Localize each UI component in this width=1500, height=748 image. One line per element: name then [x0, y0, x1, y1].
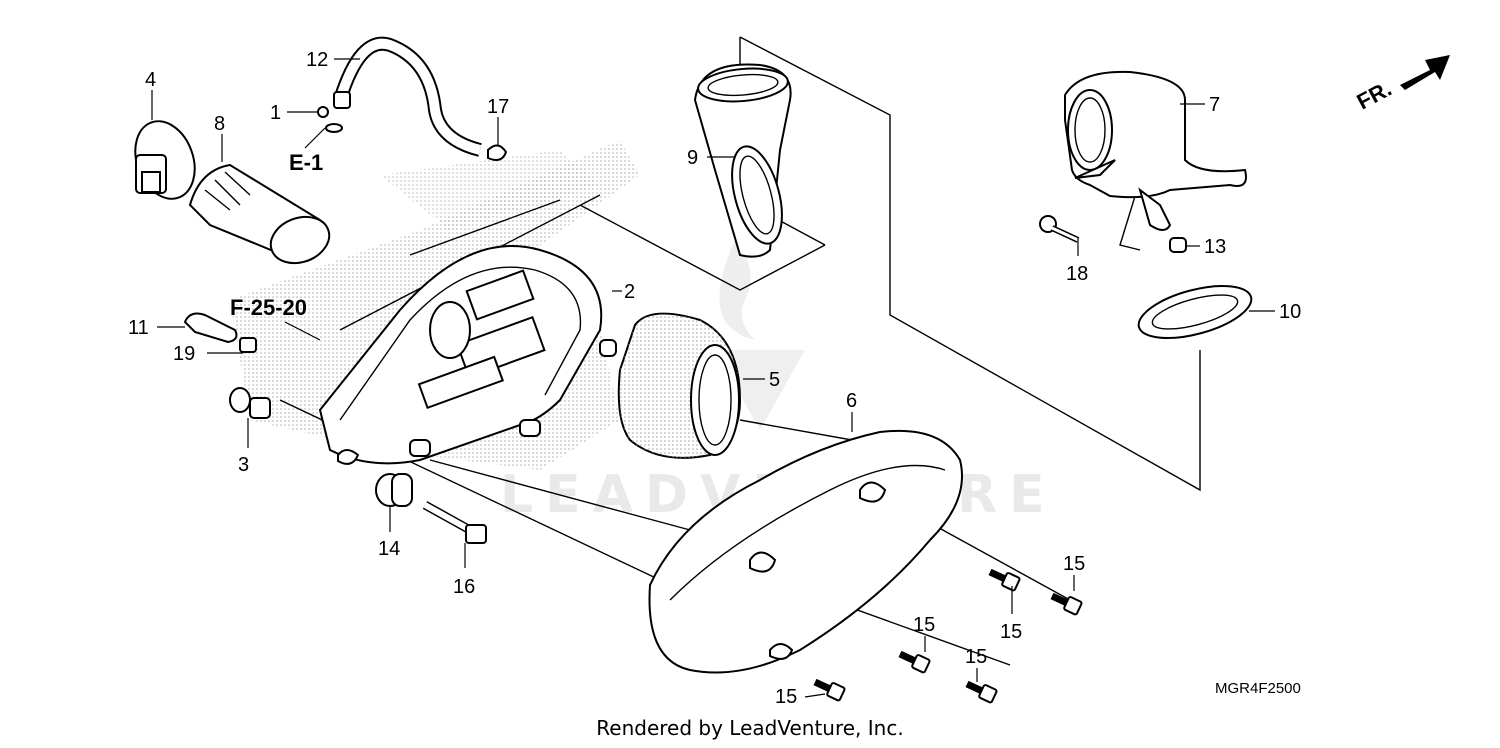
callout-15-c[interactable]: 15	[913, 614, 935, 636]
callout-12[interactable]: 12	[306, 49, 328, 71]
callout-6[interactable]: 6	[846, 390, 857, 412]
front-direction-indicator: FR.	[1353, 55, 1450, 114]
callout-7[interactable]: 7	[1209, 94, 1220, 116]
intake-duct-part	[693, 63, 792, 258]
callout-18[interactable]: 18	[1066, 263, 1088, 285]
flange-bolt-part	[422, 501, 487, 544]
air-cleaner-cover-part	[648, 429, 963, 674]
air-filter-element-part	[617, 312, 742, 459]
callout-13[interactable]: 13	[1204, 236, 1226, 258]
callout-15-b[interactable]: 15	[1000, 621, 1022, 643]
footer-credit: Rendered by LeadVenture, Inc.	[596, 716, 904, 740]
reference-e1[interactable]: E-1	[289, 150, 323, 175]
callout-5[interactable]: 5	[769, 369, 780, 391]
callout-15-d[interactable]: 15	[965, 646, 987, 668]
callout-9[interactable]: 9	[687, 147, 698, 169]
air-cleaner-case-part	[318, 245, 617, 465]
diagram-code: MGR4F2500	[1215, 680, 1301, 697]
callout-8[interactable]: 8	[214, 113, 225, 135]
screw-and-nut-parts	[1039, 215, 1187, 253]
drain-plug-part	[183, 312, 257, 353]
callout-14[interactable]: 14	[378, 538, 400, 560]
breather-tube-part	[333, 36, 482, 157]
callout-15-e[interactable]: 15	[775, 686, 797, 708]
callout-15-a[interactable]: 15	[1063, 553, 1085, 575]
callout-10[interactable]: 10	[1279, 301, 1301, 323]
callout-17[interactable]: 17	[487, 96, 509, 118]
callout-19[interactable]: 19	[173, 343, 195, 365]
reference-f2520[interactable]: F-25-20	[230, 295, 307, 320]
callout-11[interactable]: 11	[128, 317, 149, 339]
callout-16[interactable]: 16	[453, 576, 475, 598]
duct-cover-part	[1064, 70, 1247, 231]
callout-leaders	[151, 58, 1275, 698]
callout-labels: 1 2 3 4 5 6 7 8 9 10 11 12 13 14 15 15 1…	[128, 49, 1301, 708]
clip-parts	[317, 106, 508, 161]
grommet-part	[375, 473, 413, 507]
hose-clamp-part	[134, 120, 196, 200]
direction-label: FR.	[1353, 76, 1396, 115]
callout-2[interactable]: 2	[624, 281, 635, 303]
callout-1[interactable]: 1	[270, 102, 281, 124]
cap-bolts-part	[813, 568, 1083, 704]
seal-ring-part	[1137, 284, 1253, 340]
connecting-tube-part	[188, 163, 331, 265]
rubber-mount-part	[229, 387, 271, 419]
callout-4[interactable]: 4	[145, 69, 156, 91]
callout-3[interactable]: 3	[238, 454, 249, 476]
